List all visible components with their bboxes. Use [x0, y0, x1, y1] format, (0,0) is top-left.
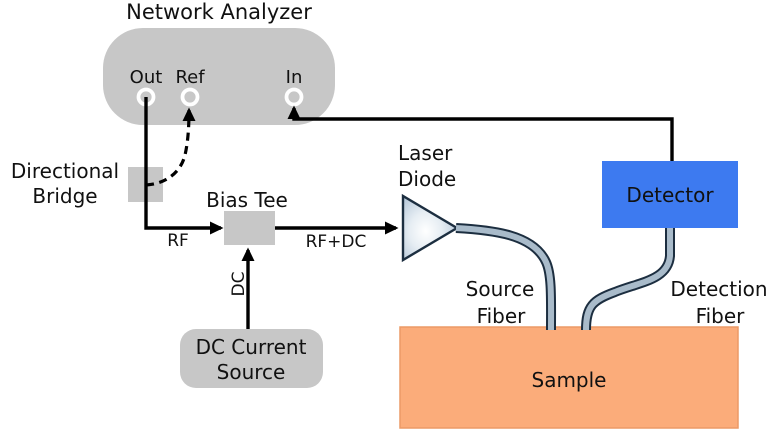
sample-label: Sample	[532, 368, 607, 392]
port-in-label: In	[286, 67, 303, 88]
network-analyzer-box	[103, 28, 335, 125]
dc-current-source-box	[180, 329, 323, 388]
wire-out-to-bias-tee	[144, 97, 224, 235]
sample-box	[399, 326, 739, 429]
directional-bridge-label-line2: Bridge	[32, 184, 97, 208]
source-fiber-label-line1: Source	[466, 277, 535, 301]
detection-fiber-label-line1: Detection	[670, 277, 767, 301]
port-out-label: Out	[130, 67, 163, 88]
source-fiber-core	[455, 225, 555, 331]
wire-bridge-to-ref-dashed	[145, 107, 196, 187]
detection-fiber-core	[583, 228, 673, 331]
network-analyzer-label: Network Analyzer	[126, 0, 312, 24]
dc-current-source-label-line1: DC Current	[196, 335, 307, 359]
bias-tee-box	[224, 211, 275, 245]
dc-signal-label: DC	[229, 272, 249, 297]
rf-signal-label: RF	[167, 231, 189, 251]
detector-box	[602, 161, 738, 228]
rf-plus-dc-signal-label: RF+DC	[306, 232, 367, 252]
source-fiber	[455, 223, 557, 331]
detection-fiber	[581, 228, 675, 331]
port-ref-connector	[180, 87, 200, 107]
dc-current-source-label-line2: Source	[217, 360, 286, 384]
directional-bridge-label-line1: Directional	[11, 159, 119, 183]
port-ref-label: Ref	[175, 67, 205, 88]
port-in-connector	[284, 87, 304, 107]
source-fiber-label-line2: Fiber	[477, 304, 527, 328]
laser-diode-label-line2: Diode	[398, 167, 456, 191]
detection-fiber-label-line2: Fiber	[696, 304, 746, 328]
detector-label: Detector	[626, 183, 714, 207]
laser-diode-label-line1: Laser	[398, 141, 453, 165]
wire-detector-to-in	[287, 105, 674, 161]
bias-tee-label: Bias Tee	[206, 188, 288, 212]
laser-diode-symbol	[401, 193, 460, 263]
